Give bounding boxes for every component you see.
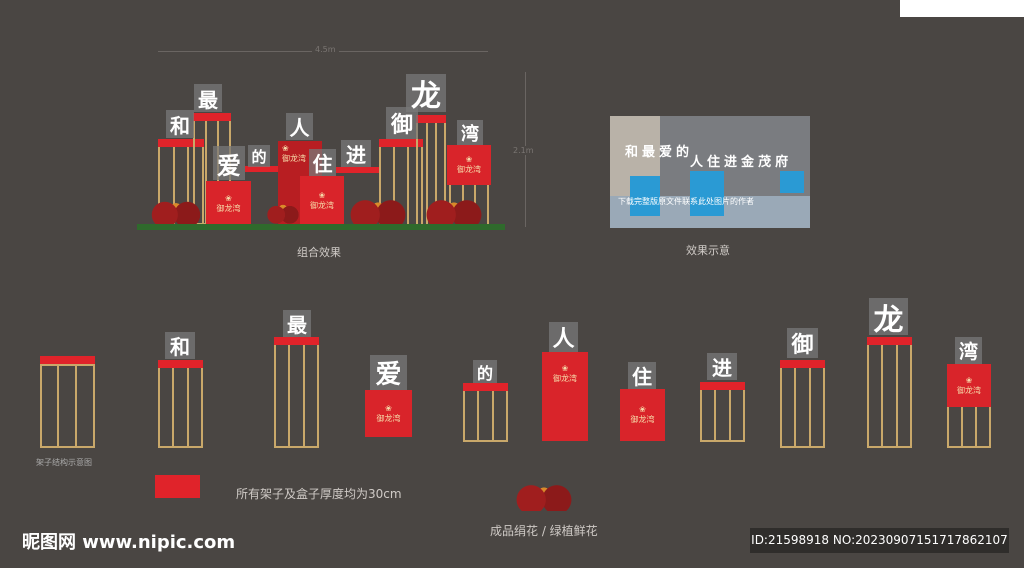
flowers	[148, 198, 204, 226]
frame	[274, 345, 319, 448]
cap	[193, 113, 231, 121]
flowers	[346, 198, 410, 226]
preview-chars-1: 和最爱的	[625, 145, 694, 160]
frame	[947, 407, 991, 448]
box-logo: 御龙湾	[457, 165, 481, 174]
char-label: 爱	[370, 355, 407, 390]
top-right-blank	[900, 0, 1024, 17]
box-logo: 御龙湾	[282, 153, 306, 163]
width-label: 4.5m	[312, 45, 339, 54]
cap	[158, 360, 203, 368]
thickness-swatch	[155, 475, 200, 498]
frame	[463, 391, 508, 442]
preview-caption: 效果示意	[686, 244, 730, 257]
frame	[700, 390, 745, 442]
char-label: 最	[283, 310, 311, 337]
site-logo: 昵图网 www.nipic.com	[22, 532, 236, 553]
box-logo: 御龙湾	[553, 373, 577, 383]
char-label: 湾	[955, 337, 982, 364]
box-logo: 御龙湾	[216, 203, 241, 213]
char-label: 龙	[869, 298, 908, 338]
logo-box: ❀御龙湾	[365, 390, 412, 437]
box-logo: 御龙湾	[630, 415, 655, 424]
frame	[867, 345, 912, 448]
char-label: 湾	[457, 120, 483, 145]
logo-box: ❀御龙湾	[300, 176, 344, 226]
cap	[158, 139, 204, 147]
char-label: 人	[549, 322, 578, 352]
cap	[700, 382, 745, 390]
flowers	[422, 198, 486, 226]
grass	[137, 224, 505, 230]
preview-photo: 和最爱的 人住进金茂府 下载完整版原文件联系此处图片的作者	[610, 116, 810, 228]
char-label: 住	[628, 362, 656, 389]
box-logo: 御龙湾	[376, 413, 401, 423]
box-logo: 御龙湾	[957, 385, 981, 395]
char-label: 住	[309, 149, 336, 176]
char-label: 御	[787, 328, 818, 358]
logo-box: ❀御龙湾	[620, 389, 665, 441]
cap	[379, 139, 423, 147]
char-label: 和	[165, 332, 195, 359]
cap	[40, 356, 95, 364]
height-label: 2.1m	[513, 146, 534, 155]
char-label: 人	[286, 113, 313, 140]
cap	[416, 115, 446, 123]
frame	[780, 368, 825, 448]
logo-box: ❀御龙湾	[947, 364, 991, 407]
thickness-note: 所有架子及盒子厚度均为30cm	[236, 487, 402, 501]
cap	[780, 360, 825, 368]
flowers-note: 成品绢花 / 绿植鲜花	[490, 524, 598, 538]
char-label: 御	[386, 107, 418, 139]
frame-structure	[40, 364, 95, 448]
cap	[245, 166, 280, 172]
char-label: 进	[707, 353, 737, 380]
char-label: 爱	[213, 146, 245, 180]
image-id: ID:21598918 NO:20230907151717862107	[750, 528, 1009, 553]
flowers-sample	[512, 483, 576, 511]
composition-caption: 组合效果	[297, 246, 341, 259]
box-logo: 御龙湾	[310, 201, 334, 210]
blue-box	[690, 171, 724, 216]
logo-box: ❀御龙湾	[542, 352, 588, 441]
char-label: 和	[166, 110, 194, 138]
char-label: 进	[341, 140, 371, 167]
logo-box: ❀御龙湾	[447, 145, 491, 185]
preview-chars-2: 人住进金茂府	[690, 155, 793, 170]
logo-box: ❀御龙湾	[206, 181, 251, 226]
blue-box	[780, 171, 804, 193]
cap	[463, 383, 508, 391]
preview-watermark: 下载完整版原文件联系此处图片的作者	[618, 197, 754, 206]
blue-box	[630, 176, 660, 216]
flowers	[266, 198, 300, 226]
char-label: 的	[473, 360, 497, 383]
frame	[158, 368, 203, 448]
cap	[336, 167, 379, 173]
cap	[274, 337, 319, 345]
cap	[867, 337, 912, 345]
frame-caption: 架子结构示意图	[36, 458, 92, 467]
char-label: 龙	[406, 74, 446, 114]
char-label: 的	[248, 145, 270, 167]
char-label: 最	[194, 84, 222, 112]
